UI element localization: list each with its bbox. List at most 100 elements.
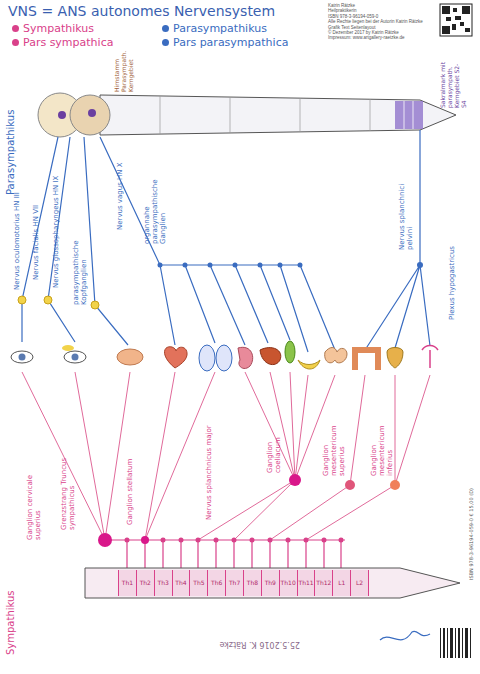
segment-label: Th9 <box>261 570 279 596</box>
nerve-label: Nervus splanchnici pelvini <box>398 160 414 250</box>
nerve-label: Nervus splanchnicus major <box>205 420 213 520</box>
trunk-ganglia <box>125 538 344 543</box>
qr-frame <box>440 4 472 36</box>
iris <box>19 354 26 361</box>
credit-text: Impressum: www.artgallery-raetzke.de <box>328 35 436 40</box>
nerve-label: Nervus facialis HN VII <box>32 150 40 280</box>
legend-item: Pars sympathica <box>12 36 162 49</box>
ganglion-label: Ganglion mesentericum superius <box>322 398 346 476</box>
sympathetic-trunk <box>105 540 345 568</box>
spinal-segment-band: Th1Th2Th3Th4Th5Th6Th7Th8Th9Th10Th11Th12L… <box>118 570 369 596</box>
legend-text: Parasympathikus <box>173 22 267 35</box>
isbn-label: ISBN 978-3-96194-059-0 € 15,00 (D) <box>469 450 475 580</box>
brain-bulb <box>70 95 110 135</box>
legend-swatch <box>12 25 19 32</box>
credit-text: Katrin Rätzke <box>328 3 436 8</box>
organs <box>11 341 438 371</box>
segment-label: Th5 <box>189 570 207 596</box>
legend: Sympathikus ParasympathikusPars sympathic… <box>12 22 312 49</box>
nucleus-dot <box>88 109 96 117</box>
barcode-bars <box>440 628 471 658</box>
ganglion-dots <box>158 262 424 268</box>
segment-label: Th4 <box>172 570 190 596</box>
ganglion-label: parasympathische Kopfganglien <box>72 235 88 305</box>
sacral-band <box>395 101 423 129</box>
tear-gland <box>62 345 74 351</box>
segment-label: Th11 <box>297 570 315 596</box>
bladder <box>387 348 403 369</box>
section-label: Parasympathikus <box>5 45 17 195</box>
ganglion-label: Ganglion cervicale superius <box>26 468 42 540</box>
spinal-cord-tube <box>85 568 460 598</box>
sacral-segments <box>404 101 413 129</box>
small-intestine <box>325 348 347 363</box>
ganglion <box>390 480 400 490</box>
eye <box>64 351 86 363</box>
lung <box>199 345 215 371</box>
segment-label: Th8 <box>243 570 261 596</box>
legend-text: Sympathikus <box>23 22 94 35</box>
segment-label: Th3 <box>154 570 172 596</box>
sympathetic-spinal-cord <box>85 568 460 598</box>
qr-pattern <box>442 6 470 34</box>
parasympathetic-spinal-cord <box>38 93 456 137</box>
barcode <box>440 628 471 658</box>
nucleus-dot <box>58 111 66 119</box>
ganglion-label: Ganglion coeliacum <box>266 408 282 473</box>
ganglion <box>289 474 301 486</box>
legend-swatch <box>162 39 169 46</box>
ganglion-label: organnahe parasympathische Ganglien <box>143 172 167 244</box>
segment-label: Th12 <box>314 570 332 596</box>
salivary-gland <box>117 349 143 365</box>
liver <box>260 348 281 365</box>
segment-label: Th2 <box>136 570 154 596</box>
nerve-lines <box>22 130 430 352</box>
legend-item: Pars parasympathica <box>162 36 312 49</box>
ganglion <box>98 533 112 547</box>
signature: 25.5.2016 K. Rätzke <box>150 640 300 649</box>
colon <box>355 350 378 370</box>
credits-block: Katrin RätzkeHeilpraktikerinISBN 978-3-9… <box>328 3 436 41</box>
iris <box>72 354 79 361</box>
ganglion <box>345 480 355 490</box>
segment-label: Th10 <box>279 570 297 596</box>
legend-item: Sympathikus <box>12 22 162 35</box>
trunk-label: Grenzstrang Truncus sympathicus <box>60 440 76 530</box>
legend-item: Parasympathikus <box>162 22 312 35</box>
section-label: Sympathikus <box>5 555 17 655</box>
nerve-label: Nervus vagus HN X <box>116 150 124 230</box>
legend-text: Pars sympathica <box>23 36 113 49</box>
pancreas <box>298 360 320 369</box>
segment-label: Th1 <box>118 570 136 596</box>
nerve-label: Nervus oculomotorius HN III <box>13 140 21 290</box>
heart <box>165 347 188 368</box>
credit-text: Heilpraktikerin <box>328 8 436 13</box>
credit-text: Grafik Text Seitenlayout <box>328 25 436 30</box>
stomach <box>238 347 253 368</box>
plexus-label: Plexus hypogastricus <box>448 240 456 320</box>
parasympathetic-nerves <box>18 130 430 352</box>
qr-code <box>440 4 472 36</box>
gallbladder <box>285 341 295 363</box>
nerve-label: Nervus glossopharyngeus HN IX <box>52 148 60 288</box>
segment-label: L1 <box>332 570 350 596</box>
credit-text: ISBN 978-3-96194-059-0 <box>328 14 436 19</box>
legend-swatch <box>12 39 19 46</box>
credit-text: Alle Rechte liegen bei der Autorin Katri… <box>328 19 436 24</box>
region-label: Hirnstamm Parasympath. Kerngebiet <box>114 52 135 92</box>
credit-text: © Dezember 2017 by Katrin Rätzke <box>328 30 436 35</box>
lung <box>216 345 232 371</box>
spinal-cord-lines <box>160 96 370 134</box>
ganglion <box>141 536 149 544</box>
diagram-title: VNS = ANS autonomes Nervensystem <box>8 3 275 19</box>
ganglion-label: Ganglion mesentericum inferius <box>370 398 394 476</box>
legend-text: Pars parasympathica <box>173 36 288 49</box>
legend-swatch <box>162 25 169 32</box>
segment-label: Th7 <box>225 570 243 596</box>
postganglionic-lines <box>22 372 430 540</box>
region-label: Sakralmark mit parasympath. Kerngebiet S… <box>440 60 468 108</box>
signature-scribble <box>380 631 430 640</box>
segment-label: Th6 <box>207 570 225 596</box>
eye <box>11 351 33 363</box>
